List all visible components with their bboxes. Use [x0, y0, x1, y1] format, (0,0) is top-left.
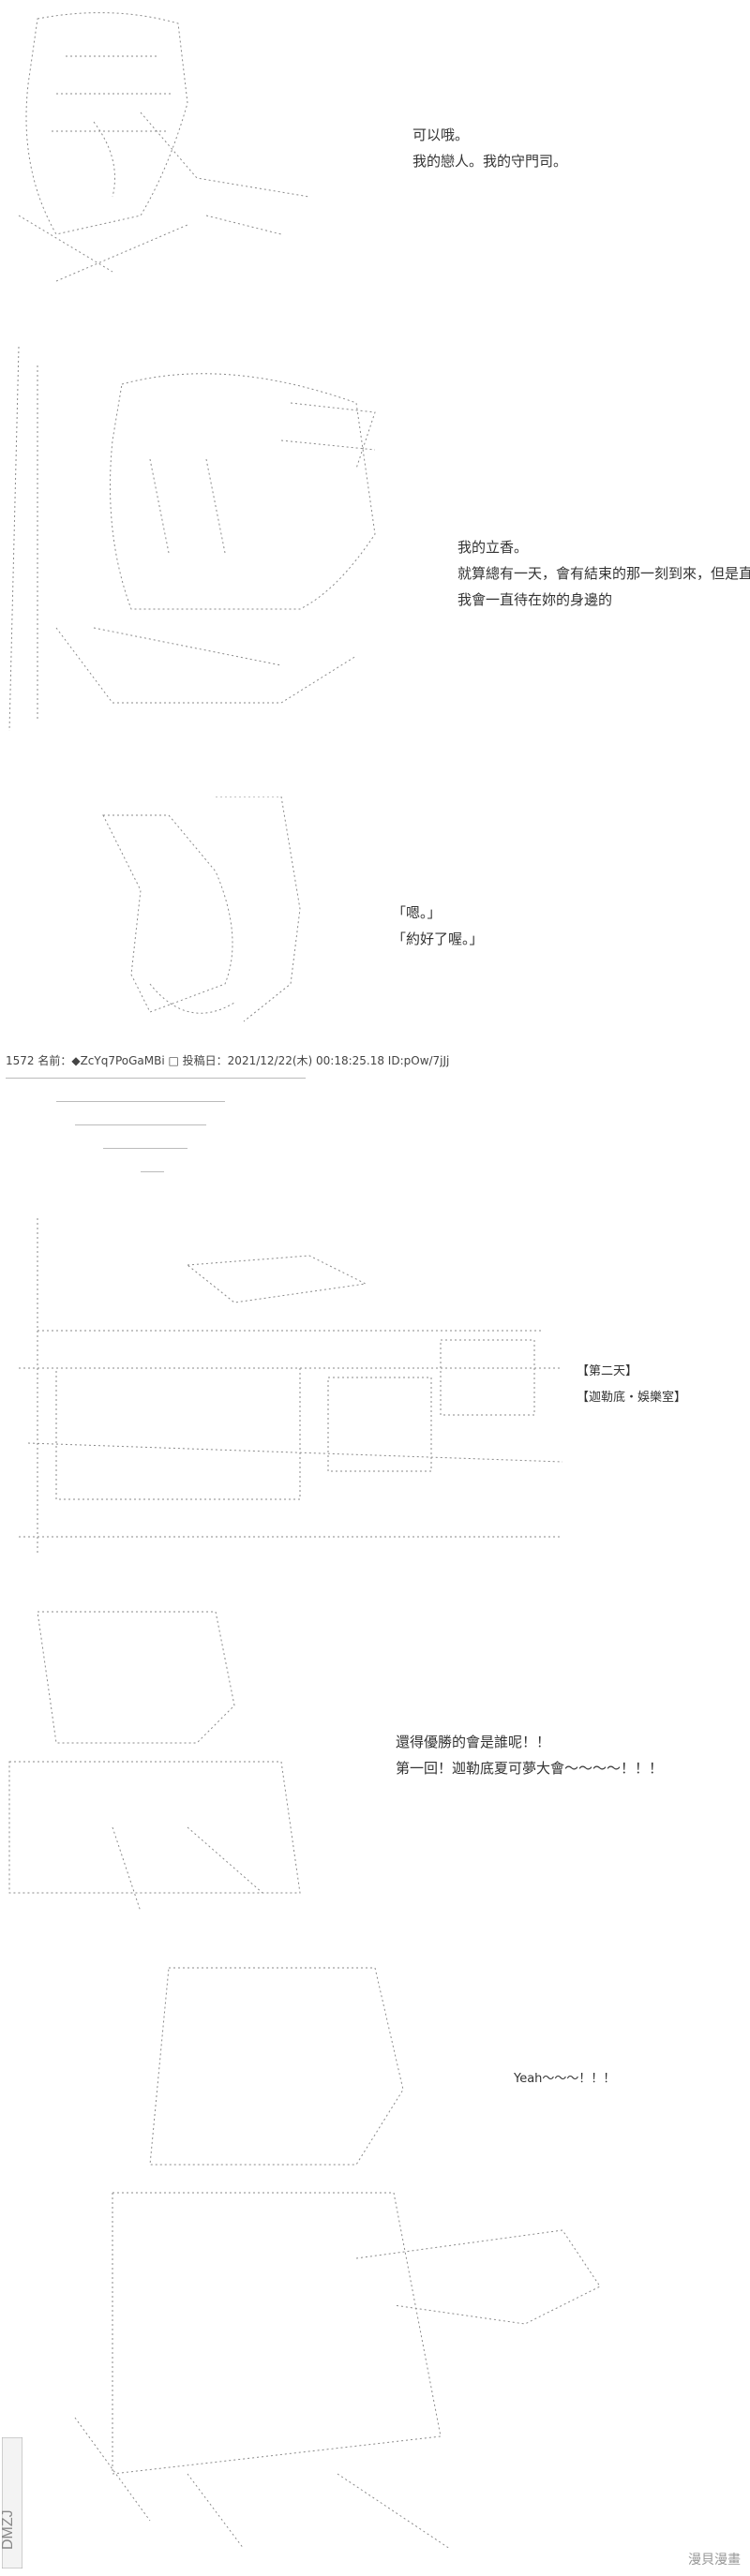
dialog-panel-4: 【第二天】 【迦勒底・娛樂室】	[577, 1359, 686, 1411]
panel-5: 還得優勝的會是誰呢！！ 第一回！迦勒底夏可夢大會～～～～！！！	[0, 1593, 750, 1930]
ascii-art-figure-2	[8, 347, 376, 732]
separator-line	[141, 1171, 164, 1172]
dialog-panel-5: 還得優勝的會是誰呢！！ 第一回！迦勒底夏可夢大會～～～～！！！	[396, 1729, 663, 1781]
separator-line	[75, 1124, 206, 1125]
dialog-line: Yeah～～～！！！	[514, 2072, 616, 2086]
panel-6: Yeah～～～！！！	[0, 1949, 750, 2576]
dialog-line: 【迦勒底・娛樂室】	[577, 1391, 687, 1405]
separator-line	[6, 1078, 306, 1079]
ascii-art-figure-1	[18, 12, 310, 282]
dialog-line: 第一回！迦勒底夏可夢大會～～～～！！！	[396, 1760, 664, 1777]
dialog-panel-3: 「嗯。」 「約好了喔。」	[392, 900, 484, 952]
dialog-line: 「約好了喔。」	[392, 931, 484, 947]
dialog-line: 就算總有一天，會有結束的那一刻到來，但是直到最後……	[458, 565, 750, 582]
dmzj-logo-text: DMZJ	[2, 2509, 16, 2550]
dialog-line: 我的戀人。我的守門司。	[412, 153, 568, 170]
separator-line	[103, 1148, 188, 1149]
panel-4: 【第二天】 【迦勒底・娛樂室】	[0, 1218, 750, 1574]
dialog-panel-2: 我的立香。 就算總有一天，會有結束的那一刻到來，但是直到最後…… 我會一直待在妳…	[458, 534, 750, 613]
panel-2: 我的立香。 就算總有一天，會有結束的那一刻到來，但是直到最後…… 我會一直待在妳…	[0, 347, 750, 740]
dialog-line: 還得優勝的會是誰呢！！	[396, 1734, 551, 1750]
dialog-panel-6: Yeah～～～！！！	[514, 2066, 615, 2092]
dialog-line: 「嗯。」	[392, 904, 442, 921]
panel-1: 可以哦。 我的戀人。我的守門司。	[0, 0, 750, 309]
ascii-art-figure-6	[74, 1967, 601, 2550]
post-header: 1572 名前：◆ZcYq7PoGaMBi □ 投稿日：2021/12/22(木…	[6, 1054, 450, 1067]
watermark-text: 漫貝漫畫	[688, 2553, 741, 2568]
dmzj-logo: DMZJ	[2, 2437, 22, 2569]
ascii-art-figure-5	[8, 1611, 301, 1913]
dialog-line: 【第二天】	[577, 1364, 638, 1378]
ascii-art-room	[19, 1218, 563, 1556]
dialog-line: 我會一直待在妳的身邊的	[458, 591, 613, 608]
dialog-panel-1: 可以哦。 我的戀人。我的守門司。	[412, 122, 567, 174]
dialog-line: 我的立香。	[458, 539, 529, 556]
ascii-art-hands	[102, 797, 301, 1022]
dialog-line: 可以哦。	[412, 127, 470, 143]
separator-line	[56, 1101, 225, 1102]
panel-3: 「嗯。」 「約好了喔。」	[0, 797, 750, 1040]
